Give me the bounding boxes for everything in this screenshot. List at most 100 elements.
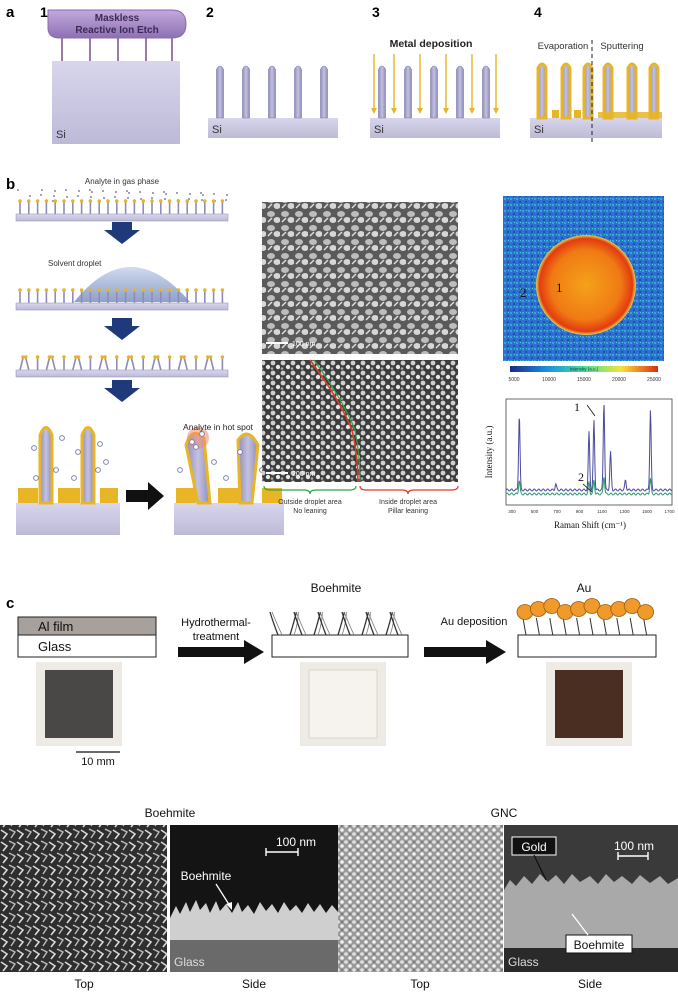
mini-pillar-tip	[123, 199, 128, 203]
deposition-arrowhead	[391, 108, 397, 114]
si-block-4	[530, 118, 662, 138]
mini-pillar	[151, 357, 156, 371]
analyte-dot	[176, 192, 178, 194]
analyte-dot	[59, 435, 65, 441]
spectrum-line-2	[505, 477, 673, 496]
glass-layer	[17, 634, 157, 658]
boehmite-stem	[629, 617, 634, 636]
mini-pillar-tip	[50, 355, 54, 359]
mini-pillar-tip	[141, 288, 145, 292]
mini-pillar-tip	[79, 288, 84, 292]
boehmite-flake	[317, 611, 323, 636]
mini-pillar-tip	[115, 288, 119, 292]
gold-label: Gold	[521, 840, 546, 854]
deposition-arrowhead	[469, 108, 475, 114]
nanopillar	[626, 62, 638, 120]
droplet-spot	[536, 235, 636, 335]
mini-pillar	[72, 357, 77, 371]
panel-b-label: b	[6, 176, 15, 193]
analyte-dot	[77, 195, 79, 197]
analyte-dot	[199, 431, 205, 437]
gold-floor	[574, 110, 581, 118]
boehmite-stem	[589, 617, 594, 636]
mini-pillar-tip	[203, 288, 207, 292]
si-block-1	[52, 61, 180, 144]
mini-pillar-tip	[76, 355, 81, 359]
analyte-dot	[177, 467, 183, 473]
panel-a-step-4: 4 Evaporation Sputtering Si	[530, 4, 662, 144]
boehmite-flake	[271, 611, 283, 636]
hydrothermal-label-1: Hydrothermal-	[181, 617, 251, 629]
boehmite-flake	[293, 611, 299, 636]
gas-phase-label: Analyte in gas phase	[85, 177, 160, 186]
caption-side-right: Side	[578, 977, 602, 991]
boehmite-arrow-label: Boehmite	[181, 869, 232, 883]
analyte-dot	[40, 194, 42, 196]
mini-pillar-tip	[220, 288, 225, 292]
si-label-4: Si	[534, 124, 544, 136]
spectrum-tick-label: 700	[553, 509, 561, 514]
spectrum-tick-label: 500	[531, 509, 539, 514]
mini-pillar	[183, 357, 188, 371]
panel-a-step-3: 3 Metal deposition Si	[370, 4, 500, 138]
mini-pillar-tip	[211, 199, 216, 203]
solvent-droplet-label: Solvent droplet	[48, 259, 102, 268]
analyte-dot	[33, 475, 39, 481]
mini-pillar-tip	[132, 199, 137, 203]
caption-top-left: Top	[74, 977, 94, 991]
solvent-droplet	[74, 267, 190, 302]
nanopillar	[320, 65, 328, 119]
analyte-dot	[226, 194, 228, 196]
mini-pillar-tip	[74, 355, 78, 359]
mini-pillar-tip	[62, 199, 66, 203]
boehmite-sample	[308, 669, 378, 739]
scale-bar-top	[266, 342, 288, 344]
analyte-dot	[97, 441, 103, 447]
mini-pillar-tip	[123, 288, 128, 292]
analyte-dot	[102, 190, 104, 192]
spectrum-tick-label: 1700	[664, 509, 675, 514]
boehmite-stem	[643, 617, 648, 636]
pillar-row-1	[15, 199, 229, 222]
mini-pillar	[104, 357, 109, 371]
mini-pillar	[204, 357, 209, 371]
analyte-dot	[91, 191, 93, 193]
spectrum-frame	[505, 398, 673, 506]
glass-substrate-side	[170, 940, 338, 972]
nanopillar	[242, 65, 250, 119]
boehmite-flake	[343, 611, 355, 636]
droplet-edge-red	[309, 359, 359, 483]
deposition-arrowhead	[493, 108, 499, 114]
substrate-strip	[15, 213, 229, 222]
metal-deposition-title: Metal deposition	[390, 38, 473, 50]
gnc-layer-side	[504, 874, 678, 948]
sem-gnc-top	[338, 825, 503, 972]
zoom-substrate-right	[174, 503, 284, 535]
etch-label-1: Maskless	[95, 13, 140, 24]
si-block-2	[208, 118, 338, 138]
analyte-dot	[71, 475, 77, 481]
glass-boehmite	[271, 634, 409, 658]
mini-pillar-tip	[185, 199, 189, 203]
mini-pillar-tip	[132, 288, 137, 292]
map-point-2: 2	[520, 285, 527, 300]
mini-pillar-tip	[106, 288, 110, 292]
spectrum-line-1	[505, 404, 673, 492]
analyte-dot	[189, 439, 195, 445]
mini-pillar-tip	[71, 199, 75, 203]
mini-pillar-tip	[115, 355, 119, 359]
mini-pillar-tip	[106, 199, 110, 203]
mini-pillar-tip	[220, 355, 225, 359]
boehmite-layer-side	[170, 900, 338, 940]
panel-a-step-2: 2 Si	[206, 4, 338, 138]
analyte-dot	[164, 198, 166, 200]
nanopillar	[648, 62, 660, 120]
mini-pillar	[177, 357, 183, 371]
mini-pillar-tip	[97, 288, 101, 292]
mini-pillar-tip	[24, 355, 28, 359]
glass-left-label: Glass	[174, 955, 205, 969]
scale-text-bottom: 200 nm	[292, 471, 316, 478]
